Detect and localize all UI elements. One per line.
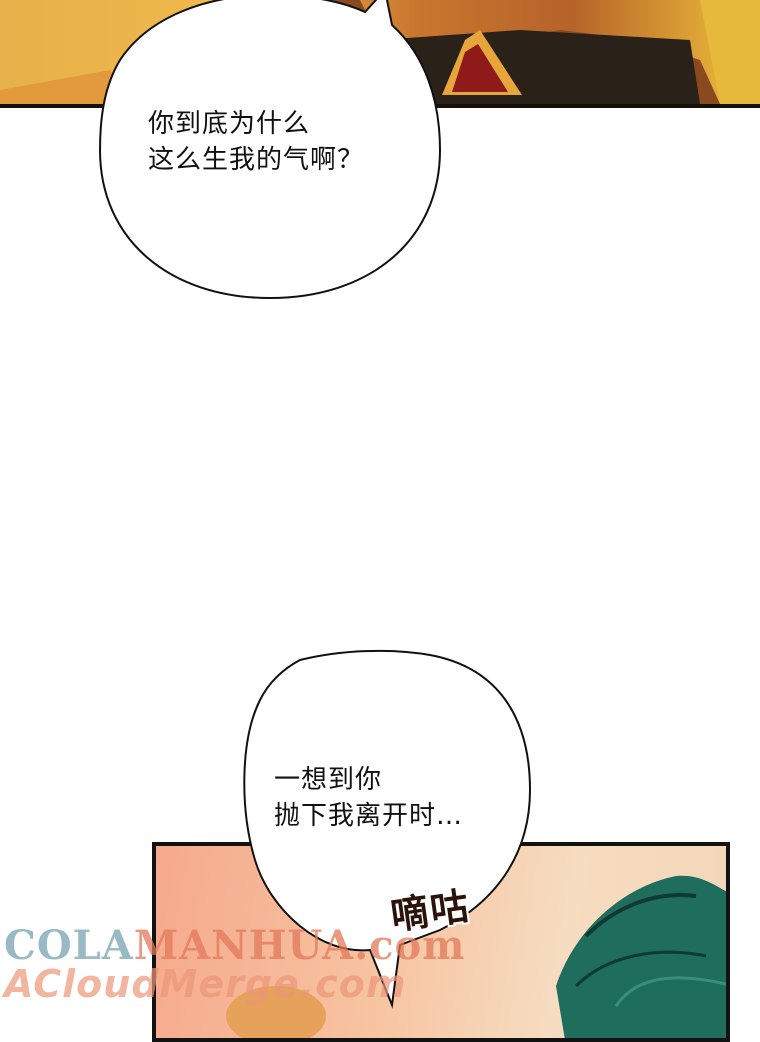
speech-bubble-bottom-text: 一想到你 抛下我离开时… [274,762,463,834]
speech-bubbles [98,0,532,1009]
watermark-part-1: COLA [4,922,134,969]
bubble-top-line-1: 你到底为什么 [148,109,311,139]
speech-bubble-top [98,0,442,300]
bubble-bottom-line-1: 一想到你 [274,765,383,795]
watermark-part-2: MANHUA.com [133,922,466,969]
speech-bubble-top-text: 你到底为什么 这么生我的气啊？ [148,106,364,178]
watermark-line-1: COLAMANHUA.com [4,922,465,969]
bubble-bottom-line-2: 抛下我离开时… [274,801,464,831]
speech-bubble-bottom [243,649,532,1009]
watermark-line-2: ACloudMerge.com [4,962,407,1006]
bubble-top-line-2: 这么生我的气啊？ [148,145,365,175]
